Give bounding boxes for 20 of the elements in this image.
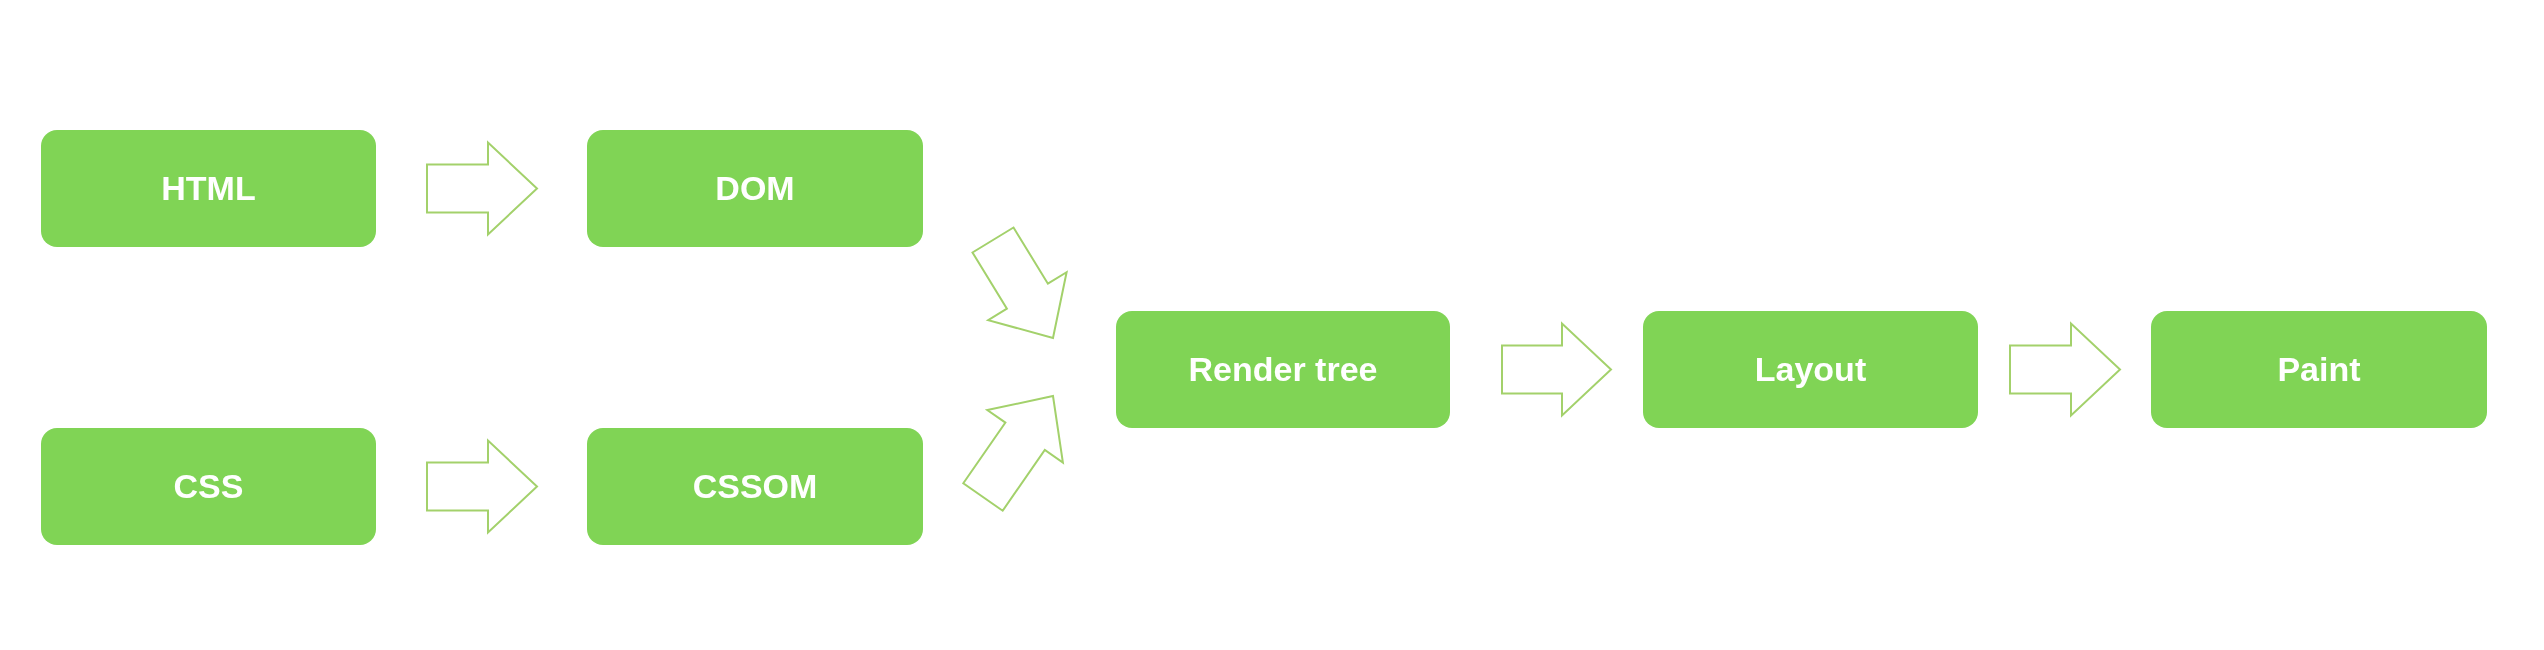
- box-label: CSSOM: [692, 466, 818, 507]
- process-box: [587, 130, 923, 247]
- process-box: [41, 130, 376, 247]
- box-label: Render tree: [1188, 349, 1378, 390]
- block-arrow: [971, 226, 1069, 340]
- block-arrow: [961, 394, 1065, 513]
- block-arrow: [426, 140, 539, 237]
- block-arrow: [1501, 321, 1613, 418]
- box-label: Layout: [1754, 349, 1867, 390]
- box-label: CSS: [173, 466, 244, 507]
- process-box: [2151, 311, 2487, 428]
- box-label: DOM: [715, 168, 795, 209]
- block-arrow: [2009, 321, 2122, 418]
- block-arrow: [426, 438, 539, 535]
- box-label: Paint: [2277, 349, 2361, 390]
- process-box: [587, 428, 923, 545]
- box-label: HTML: [161, 168, 256, 209]
- process-box: [41, 428, 376, 545]
- process-box: [1643, 311, 1978, 428]
- process-box: [1116, 311, 1450, 428]
